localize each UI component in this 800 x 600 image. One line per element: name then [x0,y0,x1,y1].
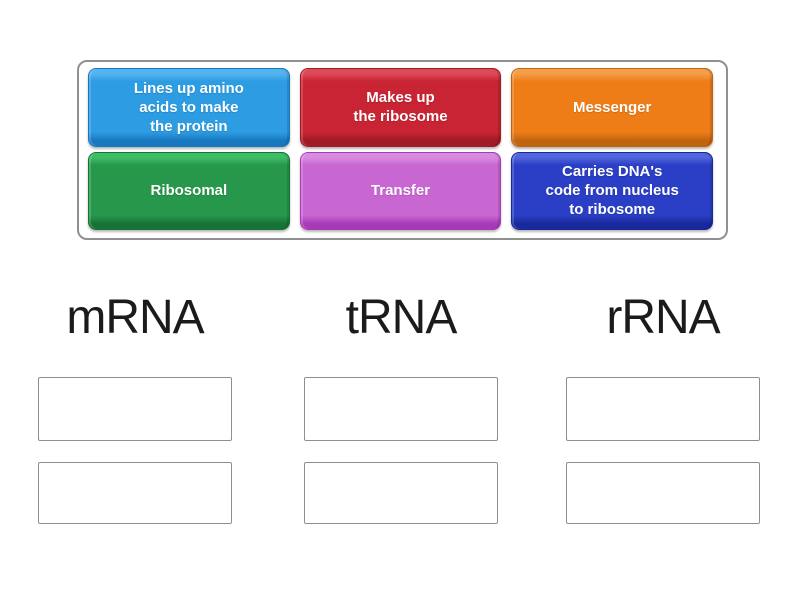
category-group-mrna: mRNA [38,290,232,524]
category-label: mRNA [66,291,204,344]
tile-bank: Lines up amino acids to make the protein… [77,60,728,240]
bank-tile[interactable]: Carries DNA's code from nucleus to ribos… [511,151,713,230]
bank-tile[interactable]: Transfer [299,151,502,230]
bank-tile[interactable]: Ribosomal [88,151,290,230]
bank-tile[interactable]: Makes up the ribosome [299,68,502,147]
category-label: tRNA [345,291,458,344]
category-label: rRNA [606,291,720,344]
category-group-rrna: rRNA [566,290,760,524]
drop-slot[interactable] [566,462,760,524]
category-group-trna: tRNA [304,290,498,524]
bank-tile[interactable]: Lines up amino acids to make the protein [88,68,290,147]
drop-slot[interactable] [566,377,760,441]
drop-slot[interactable] [304,377,498,441]
drop-slot[interactable] [38,462,232,524]
drop-slot[interactable] [304,462,498,524]
drop-slot[interactable] [38,377,232,441]
bank-tile[interactable]: Messenger [511,68,713,147]
